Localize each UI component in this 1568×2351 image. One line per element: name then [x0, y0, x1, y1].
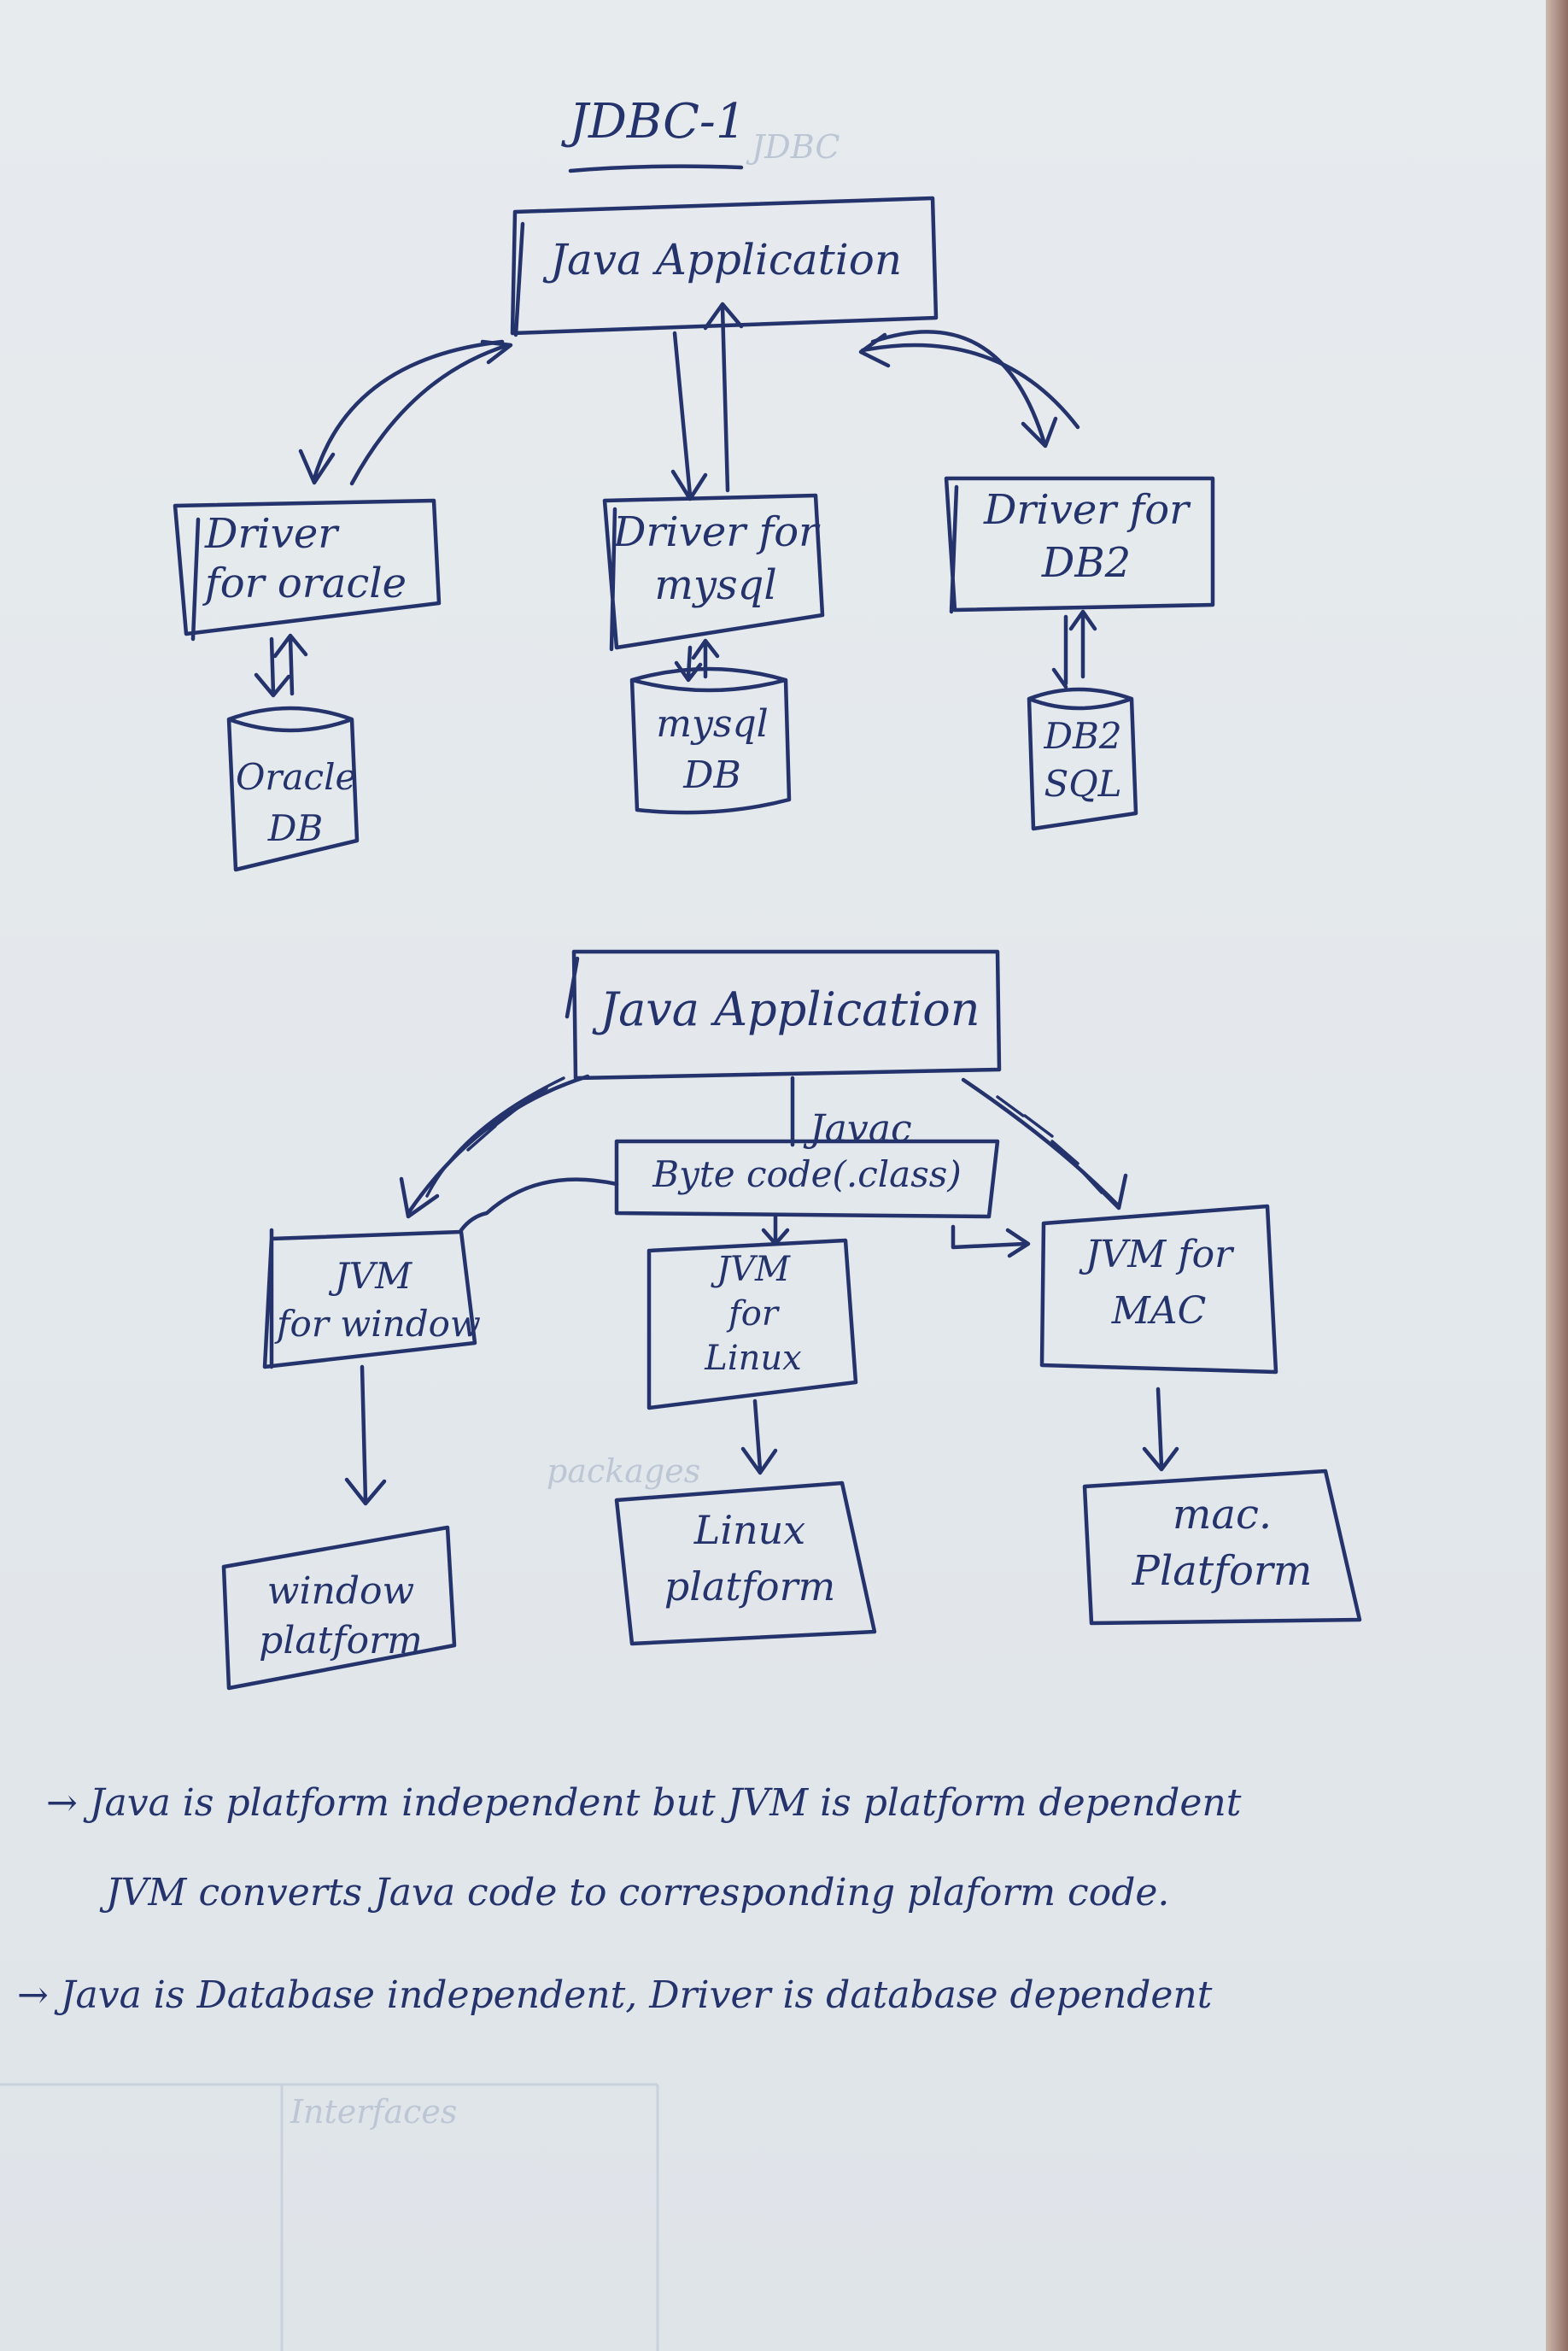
oracle-db-label: Oracle DB — [236, 752, 357, 854]
arrowhead — [1091, 1173, 1128, 1211]
jvm-windows-line-2: for window — [277, 1303, 481, 1345]
db2-db-line-1: DB2 — [1044, 715, 1122, 757]
jvm-mac-label: JVM for MAC — [1047, 1227, 1271, 1340]
mysql-db-label: mysql DB — [635, 699, 789, 801]
arrows-mysql-driver-db — [674, 638, 720, 683]
jvm-linux-box — [647, 1238, 858, 1410]
show-through-text: JDBC — [752, 128, 840, 166]
title-underline — [568, 164, 744, 173]
linux-platform-box — [614, 1480, 877, 1646]
jvm-linux-line-2: for — [728, 1294, 778, 1334]
bytecode-label: Byte code(.class) — [652, 1153, 962, 1195]
jvm-mac-box — [1039, 1204, 1278, 1375]
arrowhead — [670, 469, 708, 501]
db2-driver-box — [944, 476, 1215, 614]
jvm-windows-box — [262, 1228, 477, 1369]
mysql-db-line-1: mysql — [656, 702, 769, 746]
linux-platform-line-2: platform — [664, 1563, 836, 1609]
jvm-linux-label: JVM for Linux — [652, 1247, 854, 1381]
jvm-linux-line-1: JVM — [717, 1250, 790, 1289]
arrow-bytecode-to-jvm-windows — [459, 1177, 619, 1233]
arrowhead — [703, 302, 744, 331]
scribbled-arrow — [425, 1076, 565, 1198]
oracle-driver-line-2: for oracle — [205, 560, 407, 607]
mac-platform-line-2: Platform — [1132, 1547, 1313, 1595]
jvm-mac-line-2: MAC — [1111, 1289, 1207, 1333]
note-platform-independence: → Java is platform independent but JVM i… — [46, 1781, 1242, 1825]
java-app-box — [510, 196, 939, 337]
arrowhead — [1021, 416, 1058, 449]
oracle-db-cylinder — [226, 706, 360, 872]
mysql-driver-line-2: mysql — [654, 561, 777, 609]
note-jvm-converts: JVM converts Java code to corresponding … — [106, 1871, 1170, 1914]
mac-platform-line-1: mac. — [1172, 1491, 1273, 1539]
linux-platform-line-1: Linux — [693, 1507, 806, 1553]
arrow-db2-to-app — [860, 343, 1080, 430]
linux-platform-label: Linux platform — [632, 1502, 868, 1615]
arrows-oracle-driver-db — [254, 633, 308, 698]
bytecode-box — [614, 1139, 1000, 1219]
mac-platform-box — [1082, 1469, 1362, 1626]
oracle-driver-line-1: Driver — [205, 510, 338, 558]
arrow-app-to-db2 — [870, 330, 1046, 443]
oracle-db-line-1: Oracle — [236, 756, 357, 798]
java-app-label: Java Application — [549, 235, 903, 284]
jvm-linux-line-3: Linux — [705, 1339, 802, 1378]
java-app2-box — [565, 949, 1002, 1081]
arrow-app-to-jvm-windows — [406, 1074, 590, 1216]
db2-driver-line-1: Driver for — [983, 486, 1190, 534]
oracle-driver-box — [173, 498, 442, 642]
jvm-windows-line-1: JVM — [334, 1255, 412, 1297]
mac-platform-label: mac. Platform — [1090, 1486, 1354, 1599]
scribbled-arrow — [996, 1095, 1103, 1194]
arrow-app-to-mysql — [672, 331, 693, 498]
note-database-independence: → Java is Database independent, Driver i… — [17, 1973, 1213, 2017]
table-edge — [1546, 0, 1568, 2351]
arrow-bytecode-to-jvm-linux — [761, 1214, 790, 1246]
window-platform-box — [221, 1525, 457, 1691]
window-platform-label: window platform — [229, 1567, 453, 1666]
mysql-db-line-2: DB — [683, 753, 741, 797]
arrows-db2-driver-db — [1051, 609, 1097, 689]
java-app2-label: Java Application — [600, 982, 980, 1036]
window-platform-line-1: window — [266, 1569, 415, 1613]
show-through-lines — [0, 2083, 659, 2351]
db2-db-cylinder — [1027, 687, 1138, 831]
arrow-jvm-mac-to-platform — [1142, 1387, 1179, 1472]
oracle-driver-label: Driver for oracle — [205, 509, 407, 608]
arrowhead — [858, 332, 891, 368]
oracle-db-line-2: DB — [267, 807, 324, 849]
jvm-windows-label: JVM for window — [277, 1252, 481, 1348]
jvm-mac-line-1: JVM for — [1085, 1233, 1233, 1276]
db2-db-line-2: SQL — [1044, 763, 1122, 805]
arrowhead — [298, 449, 336, 485]
db2-db-label: DB2 SQL — [1030, 712, 1136, 808]
arrowhead — [480, 339, 513, 365]
arrow-oracle-to-app — [349, 343, 511, 486]
window-platform-line-2: platform — [259, 1619, 423, 1662]
mysql-driver-label: Driver for mysql — [613, 506, 818, 612]
arrow-app-to-oracle — [312, 339, 505, 481]
db2-driver-line-2: DB2 — [1041, 539, 1132, 587]
arrowhead — [399, 1176, 440, 1219]
mysql-driver-box — [602, 493, 825, 652]
mysql-driver-line-1: Driver for — [613, 508, 819, 556]
show-through-text: Interfaces — [290, 2093, 458, 2131]
arrow-jvm-linux-to-platform — [740, 1398, 778, 1475]
javac-label: Javac — [810, 1107, 912, 1151]
db2-driver-label: Driver for DB2 — [958, 484, 1214, 589]
arrow-mysql-to-app — [720, 305, 730, 493]
show-through-text: packages — [547, 1452, 701, 1490]
arrow-jvm-windows-to-platform — [344, 1364, 387, 1506]
page-title: JDBC-1 — [569, 94, 746, 150]
arrow-bytecode-to-jvm-mac — [951, 1224, 1031, 1258]
